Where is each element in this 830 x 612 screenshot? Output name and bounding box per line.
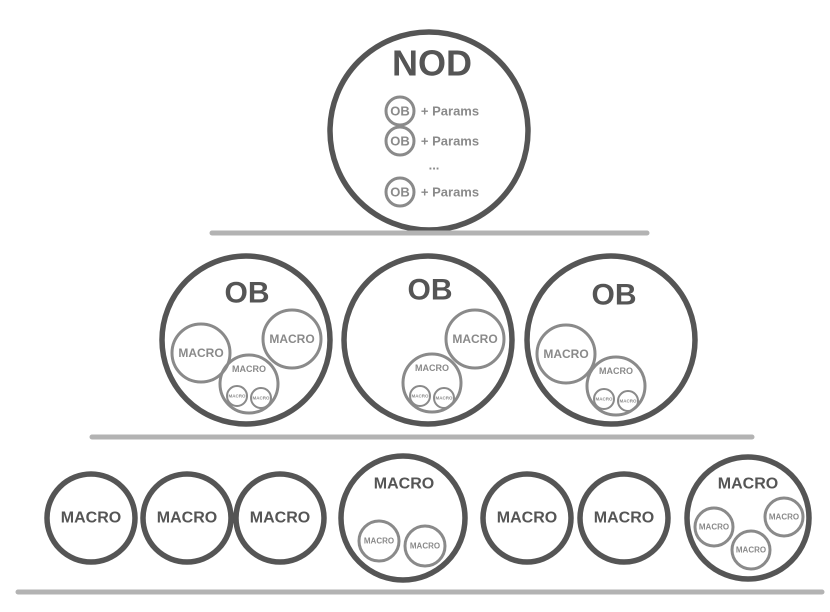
nod-ob-ref-2	[384, 125, 416, 157]
nod-ob-ref-3-label: OB	[390, 185, 410, 200]
macro-4-sub-1	[357, 519, 401, 563]
ob-2-macro-a-label: MACRO	[452, 332, 497, 346]
macro-3-label: MACRO	[250, 510, 310, 527]
macro-7-title: MACRO	[718, 476, 778, 493]
ob-1-macro-c-sub-1-label: MACRO	[229, 394, 246, 399]
macro-node-4: MACRO MACRO MACRO	[338, 453, 468, 583]
macro-node-2: MACRO	[140, 471, 234, 565]
ob-3-title: OB	[592, 279, 637, 312]
macro-4-circle	[338, 453, 468, 583]
nod-node: NOD OB + Params OB + Params ... OB + Par…	[327, 29, 531, 233]
macro-6-circle	[577, 471, 671, 565]
ob-3-macro-b-label: MACRO	[599, 366, 633, 376]
ob-3-macro-a-label: MACRO	[543, 347, 588, 361]
ob-3-macro-b-sub-2	[617, 390, 639, 412]
macro-4-sub-2	[403, 524, 447, 568]
macro-6-label: MACRO	[594, 510, 654, 527]
ob-1-title: OB	[225, 277, 270, 310]
ob-node-2: OB MACRO MACRO MACRO MACRO	[341, 253, 515, 427]
ob-node-1: OB MACRO MACRO MACRO MACRO MACRO	[159, 253, 333, 427]
ob-3-macro-a	[535, 323, 597, 385]
ob-2-macro-b-sub-2	[433, 387, 455, 409]
macro-5-circle	[480, 471, 574, 565]
ob-1-macro-c-sub-2-label: MACRO	[253, 396, 270, 401]
ob-2-circle	[341, 253, 515, 427]
macro-3-circle	[233, 471, 327, 565]
ob-2-macro-b-sub-1-label: MACRO	[412, 394, 429, 399]
macro-4-title: MACRO	[374, 476, 434, 493]
macro-node-7: MACRO MACRO MACRO MACRO	[684, 454, 812, 582]
ob-1-macro-c-sub-2	[250, 387, 272, 409]
nod-params-2: + Params	[421, 134, 479, 149]
ob-1-macro-c-sub-1	[226, 385, 248, 407]
ob-3-macro-b	[585, 355, 647, 417]
ob-1-circle	[159, 253, 333, 427]
ob-1-macro-a	[170, 322, 232, 384]
nod-params-3: + Params	[421, 185, 479, 200]
macro-4-sub-1-label: MACRO	[364, 537, 394, 546]
ob-3-macro-b-sub-1-label: MACRO	[596, 397, 613, 402]
ob-2-macro-b-sub-2-label: MACRO	[436, 396, 453, 401]
macro-2-label: MACRO	[157, 510, 217, 527]
macro-node-1: MACRO	[44, 471, 138, 565]
nod-ob-ref-3	[384, 176, 416, 208]
macro-7-sub-1	[693, 506, 735, 548]
ob-1-macro-b	[261, 308, 323, 370]
ob-1-macro-a-label: MACRO	[178, 346, 223, 360]
nod-title: NOD	[392, 43, 472, 84]
macro-7-sub-2-label: MACRO	[769, 513, 799, 522]
ob-3-macro-b-sub-1	[593, 388, 615, 410]
ob-3-macro-b-sub-2-label: MACRO	[620, 399, 637, 404]
ob-2-title: OB	[408, 274, 453, 307]
ob-2-macro-a	[444, 308, 506, 370]
ob-3-circle	[524, 253, 698, 427]
ob-2-macro-b	[401, 352, 463, 414]
ob-1-macro-c-label: MACRO	[232, 364, 266, 374]
nod-ellipsis: ...	[429, 158, 440, 173]
macro-7-sub-2	[763, 496, 805, 538]
ob-node-3: OB MACRO MACRO MACRO MACRO	[524, 253, 698, 427]
macro-7-sub-3-label: MACRO	[736, 546, 766, 555]
macro-7-circle	[684, 454, 812, 582]
nod-ob-ref-1-label: OB	[390, 104, 410, 119]
ob-1-macro-c	[218, 353, 280, 415]
macro-4-sub-2-label: MACRO	[410, 542, 440, 551]
nod-params-1: + Params	[421, 104, 479, 119]
nod-ob-ref-2-label: OB	[390, 134, 410, 149]
macro-5-label: MACRO	[497, 510, 557, 527]
macro-7-sub-1-label: MACRO	[699, 523, 729, 532]
ob-2-macro-b-label: MACRO	[415, 363, 449, 373]
ob-2-macro-b-sub-1	[409, 385, 431, 407]
macro-2-circle	[140, 471, 234, 565]
nod-circle	[327, 29, 531, 233]
macro-node-6: MACRO	[577, 471, 671, 565]
macro-node-5: MACRO	[480, 471, 574, 565]
ob-1-macro-b-label: MACRO	[269, 332, 314, 346]
macro-7-sub-3	[730, 529, 772, 571]
macro-1-label: MACRO	[61, 510, 121, 527]
nod-ob-ref-1	[384, 95, 416, 127]
macro-1-circle	[44, 471, 138, 565]
macro-node-3: MACRO	[233, 471, 327, 565]
